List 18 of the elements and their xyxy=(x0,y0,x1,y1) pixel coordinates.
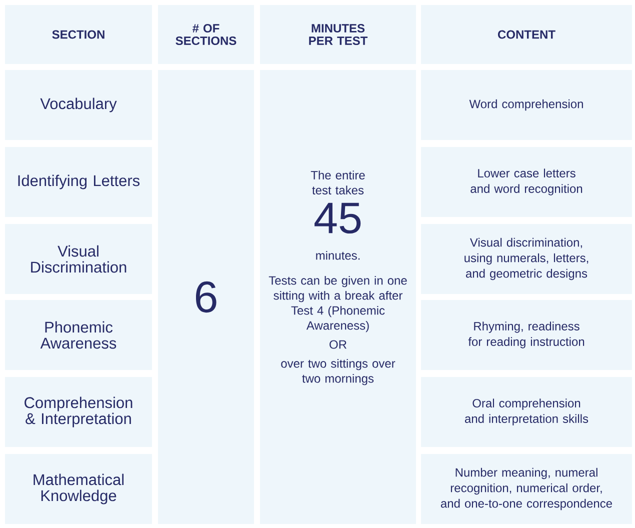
content-cell: Lower case letters and word recognition xyxy=(421,147,632,217)
section-cell: Vocabulary xyxy=(5,70,152,140)
content-cell: Visual discrimination, using numerals, letters, and geometric designs xyxy=(421,224,632,294)
header-cell: # OF SECTIONS xyxy=(158,5,254,64)
content-cell: Oral comprehension and interpretation skills xyxy=(421,377,632,447)
section-cell: Phonemic Awareness xyxy=(5,300,152,370)
header-cell: SECTION xyxy=(5,5,152,64)
count-cell: 6 xyxy=(158,70,254,524)
content-cell: Rhyming, readiness for reading instruction xyxy=(421,300,632,370)
content-cell: Word comprehension xyxy=(421,70,632,140)
section-cell: Identifying Letters xyxy=(5,147,152,217)
header-cell: MINUTES PER TEST xyxy=(260,5,416,64)
section-cell: Visual Discrimination xyxy=(5,224,152,294)
header-cell: CONTENT xyxy=(421,5,632,64)
section-cell: Mathematical Knowledge xyxy=(5,454,152,524)
content-cell: Number meaning, numeral recognition, numerical order, and one-to-one correspondence xyxy=(421,454,632,524)
section-cell: Comprehension & Interpretation xyxy=(5,377,152,447)
minutes-cell: The entire test takes 45 minutes. Tests can be given in one sitting with a break after Test 4 (Phonemic Awareness) OR over two sittings over two mornings xyxy=(260,70,416,524)
